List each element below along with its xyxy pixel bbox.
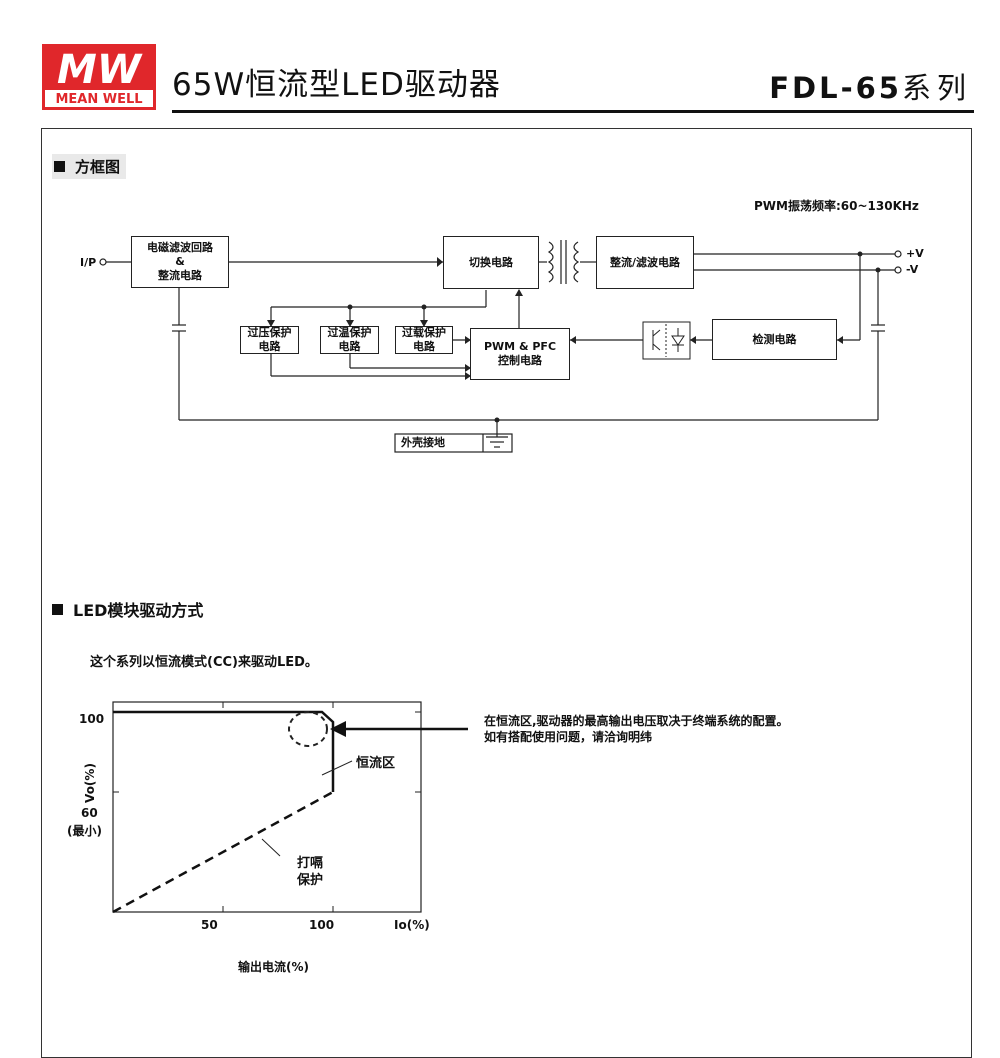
hiccup-pointer-line bbox=[261, 838, 281, 857]
emi-label-2: 整流电路 bbox=[158, 269, 202, 282]
emi-label-amp: & bbox=[175, 255, 185, 268]
ovp-block: 过压保护 电路 bbox=[240, 326, 299, 354]
svg-text:MW: MW bbox=[57, 47, 143, 93]
detect-label: 检测电路 bbox=[752, 332, 797, 346]
section-drive-mode: LED模块驱动方式 bbox=[52, 597, 203, 621]
switching-block: 切换电路 bbox=[443, 236, 539, 289]
cc-pointer-line bbox=[321, 760, 353, 776]
document-title: 65W恒流型LED驱动器 bbox=[172, 67, 501, 103]
header-rule bbox=[172, 110, 974, 113]
series-title: FDL-65系列 bbox=[769, 74, 972, 103]
chart-plot-frame bbox=[112, 701, 422, 913]
ovp-label-1: 过压保护 bbox=[247, 326, 292, 339]
brand-text: MEAN WELL bbox=[55, 92, 142, 107]
cc-region-note: 在恒流区,驱动器的最高输出电压取决于终端系统的配置。 如有搭配使用问题，请洽询明… bbox=[484, 713, 789, 745]
section-title: LED模块驱动方式 bbox=[73, 601, 204, 620]
hiccup-label-2: 保护 bbox=[297, 873, 324, 888]
pwm-label-2: 控制电路 bbox=[498, 354, 542, 367]
pwm-frequency-note: PWM振荡频率:60~130KHz bbox=[754, 199, 919, 213]
rectifier-filter-block: 整流/滤波电路 bbox=[596, 236, 694, 289]
y-tick-100: 100 bbox=[79, 712, 105, 726]
olp-block: 过载保护 电路 bbox=[395, 326, 453, 354]
series-line-solid bbox=[113, 710, 335, 792]
cc-region-label: 恒流区 bbox=[356, 756, 396, 771]
emi-label-1: 电磁滤波回路 bbox=[147, 241, 213, 254]
x-tick-50: 50 bbox=[201, 918, 218, 932]
ground-label: 外壳接地 bbox=[401, 436, 445, 449]
cc-intro-text: 这个系列以恒流模式(CC)来驱动LED。 bbox=[90, 655, 318, 670]
y-axis-label: Vo(%) bbox=[82, 763, 97, 803]
note-line-2: 如有搭配使用问题，请洽询明纬 bbox=[484, 730, 653, 744]
note-arrow-head bbox=[330, 721, 346, 737]
rectifier-label: 整流/滤波电路 bbox=[609, 255, 681, 269]
emi-filter-block: 电磁滤波回路 & 整流电路 bbox=[131, 236, 229, 288]
knee-highlight-circle bbox=[288, 711, 328, 747]
otp-block: 过温保护 电路 bbox=[320, 326, 379, 354]
x-tick-100: 100 bbox=[309, 918, 335, 932]
otp-label-2: 电路 bbox=[338, 340, 361, 353]
note-line-1: 在恒流区,驱动器的最高输出电压取决于终端系统的配置。 bbox=[484, 714, 789, 728]
optocoupler-icon bbox=[642, 321, 691, 360]
output-positive-label: +V bbox=[906, 247, 924, 260]
otp-label-1: 过温保护 bbox=[327, 326, 372, 339]
detect-block: 检测电路 bbox=[712, 319, 837, 360]
pwm-pfc-block: PWM & PFC 控制电路 bbox=[470, 328, 570, 380]
mean-well-logo: MW MEAN WELL bbox=[42, 44, 156, 110]
x-axis-label: 输出电流(%) bbox=[238, 960, 309, 974]
chart-series bbox=[112, 710, 335, 914]
olp-label-1: 过载保护 bbox=[402, 326, 446, 339]
switching-label: 切换电路 bbox=[469, 255, 513, 269]
chart-ticks bbox=[113, 702, 421, 912]
input-label: I/P bbox=[80, 256, 97, 269]
section-block-diagram: 方框图 bbox=[52, 154, 127, 179]
x-axis-unit: Io(%) bbox=[394, 918, 430, 932]
pwm-label-1: PWM & PFC bbox=[483, 340, 557, 353]
section-bullet-icon bbox=[54, 161, 65, 172]
section-bullet-icon bbox=[52, 603, 63, 615]
section-title: 方框图 bbox=[75, 158, 121, 176]
olp-label-2: 电路 bbox=[413, 340, 435, 353]
model-name: FDL-65 bbox=[769, 71, 902, 105]
y-tick-60-sub: (最小) bbox=[67, 824, 102, 838]
ovp-label-2: 电路 bbox=[258, 340, 281, 353]
hiccup-label-1: 打嗝 bbox=[297, 856, 324, 871]
output-negative-label: -V bbox=[906, 263, 919, 276]
model-suffix: 系列 bbox=[901, 71, 972, 105]
series-line-dashed bbox=[112, 790, 334, 914]
y-tick-60: 60 bbox=[81, 806, 98, 820]
